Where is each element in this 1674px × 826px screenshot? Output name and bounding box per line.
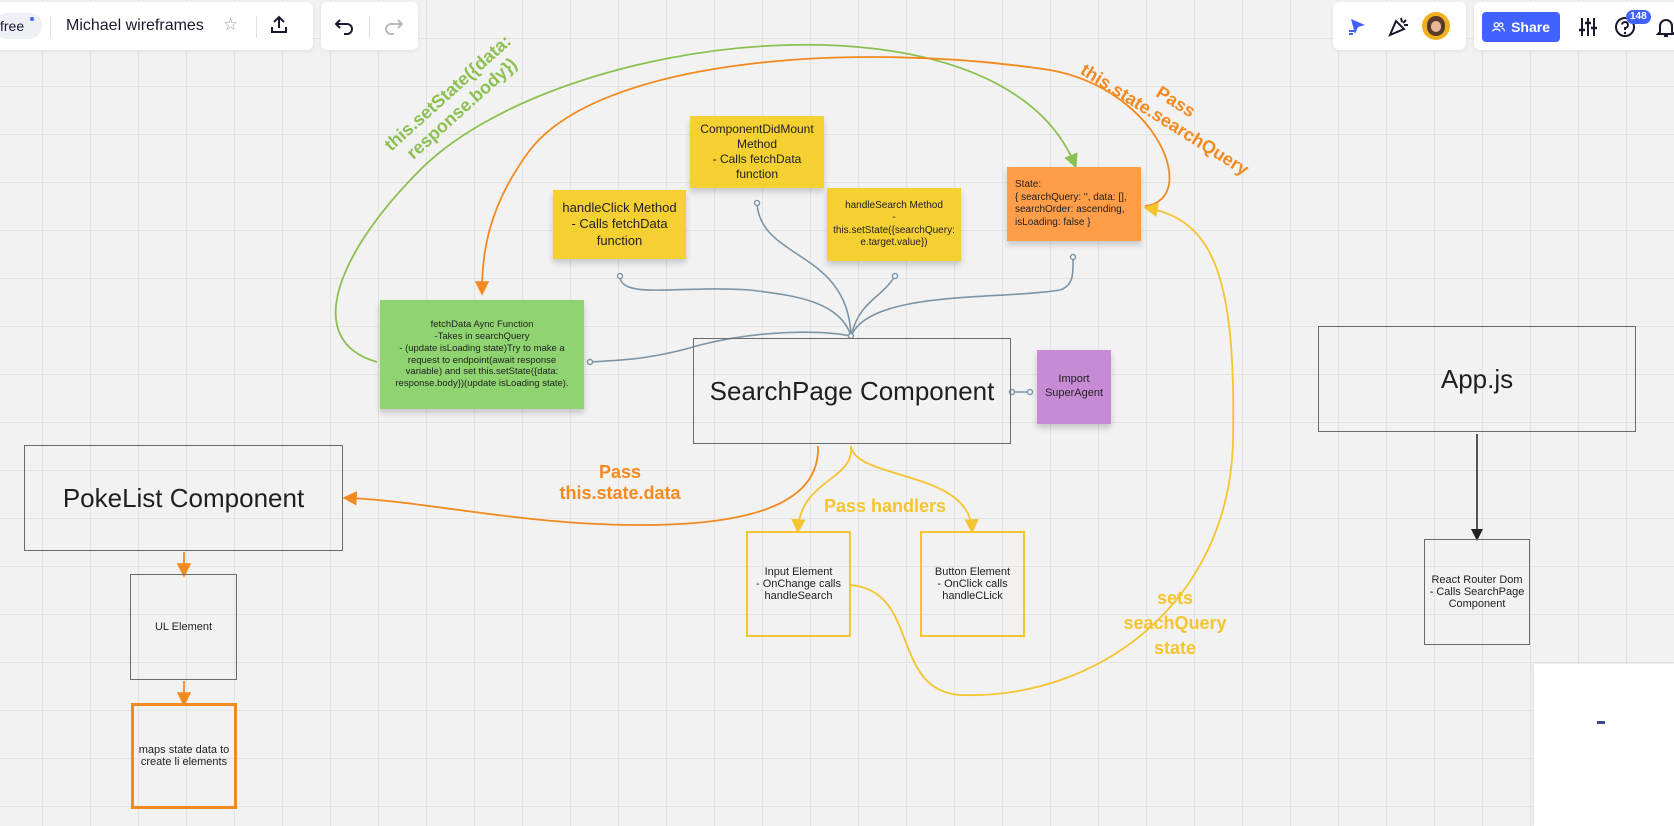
minimap-viewport	[1597, 721, 1605, 724]
sticky-component-did-mount-text: ComponentDidMount Method - Calls fetchDa…	[700, 122, 814, 181]
people-icon	[1492, 21, 1505, 32]
celebrate-icon[interactable]	[1387, 15, 1411, 42]
cursor-follow-icon[interactable]	[1347, 15, 1371, 42]
label-pass-handlers: Pass handlers	[823, 496, 947, 516]
app-js-box[interactable]: App.js	[1318, 326, 1636, 432]
pass-data-arrow	[342, 445, 819, 526]
set-state-arrow	[334, 43, 1078, 363]
share-label: Share	[1511, 19, 1550, 35]
label-sets-search-query: sets seachQuery state	[1123, 588, 1227, 659]
board-title[interactable]: Michael wireframes	[66, 17, 204, 34]
pass-search-query-arrow	[474, 56, 1171, 296]
sticky-handle-search-text: handleSearch Method - this.setState({sea…	[833, 199, 955, 249]
ul-element-label: UL Element	[154, 621, 213, 633]
collaboration-panel	[1333, 2, 1466, 50]
board-title-panel: free Michael wireframes ☆	[0, 2, 313, 50]
search-page-label: SearchPage Component	[709, 375, 995, 406]
react-router-box[interactable]: React Router Dom - Calls SearchPage Comp…	[1424, 539, 1530, 645]
react-router-label: React Router Dom - Calls SearchPage Comp…	[1429, 574, 1525, 610]
star-icon[interactable]: ☆	[223, 15, 239, 34]
plan-badge-dot	[30, 17, 34, 21]
help-icon[interactable]	[1614, 16, 1636, 43]
notification-count-badge: 148	[1626, 10, 1651, 24]
pokelist-label: PokeList Component	[62, 482, 305, 513]
avatar[interactable]	[1422, 12, 1450, 40]
sticky-handle-click-text: handleClick Method - Calls fetchData fun…	[562, 200, 677, 248]
ul-element-box[interactable]: UL Element	[130, 574, 237, 680]
sticky-fetch-data[interactable]: fetchData Aync Function -Takes in search…	[380, 300, 584, 409]
label-pass-data: Pass this.state.data	[559, 462, 681, 503]
bell-icon[interactable]	[1655, 16, 1674, 43]
pokelist-component-box[interactable]: PokeList Component	[24, 445, 343, 551]
redo-icon[interactable]	[382, 16, 404, 41]
sticky-state[interactable]: State: { searchQuery: '', data: [], sear…	[1007, 167, 1141, 241]
undo-redo-panel	[321, 2, 418, 50]
search-page-component-box[interactable]: SearchPage Component	[693, 338, 1011, 444]
sticky-handle-click[interactable]: handleClick Method - Calls fetchData fun…	[553, 190, 686, 259]
maps-state-box[interactable]: maps state data to create li elements	[131, 703, 237, 809]
plan-badge-text: free	[0, 18, 25, 34]
undo-icon[interactable]	[334, 16, 356, 41]
sticky-state-text: State: { searchQuery: '', data: [], sear…	[1015, 179, 1127, 228]
button-element-box[interactable]: Button Element - OnClick calls handleCLi…	[920, 531, 1025, 637]
input-element-box[interactable]: Input Element - OnChange calls handleSea…	[746, 531, 851, 637]
plan-badge[interactable]: free	[0, 13, 42, 39]
pass-handlers-button-arrow	[850, 445, 979, 534]
sticky-handle-search[interactable]: handleSearch Method - this.setState({sea…	[827, 188, 961, 261]
share-panel: Share 148	[1474, 2, 1674, 50]
sticky-import-superagent[interactable]: Import SuperAgent	[1037, 350, 1111, 424]
maps-state-label: maps state data to create li elements	[138, 744, 230, 768]
button-element-label: Button Element - OnClick calls handleCLi…	[934, 566, 1011, 602]
export-icon[interactable]	[268, 14, 290, 41]
minimap[interactable]	[1534, 664, 1674, 826]
sets-search-query-arrow	[849, 202, 1235, 696]
share-button[interactable]: Share	[1482, 12, 1560, 42]
sticky-import-text: Import SuperAgent	[1044, 373, 1104, 399]
sticky-fetch-data-text: fetchData Aync Function -Takes in search…	[395, 318, 569, 390]
sticky-component-did-mount[interactable]: ComponentDidMount Method - Calls fetchDa…	[690, 116, 824, 188]
app-js-label: App.js	[1440, 363, 1514, 394]
input-element-label: Input Element - OnChange calls handleSea…	[756, 566, 841, 602]
settings-sliders-icon[interactable]	[1577, 16, 1599, 43]
pass-handlers-input-arrow	[791, 445, 852, 534]
